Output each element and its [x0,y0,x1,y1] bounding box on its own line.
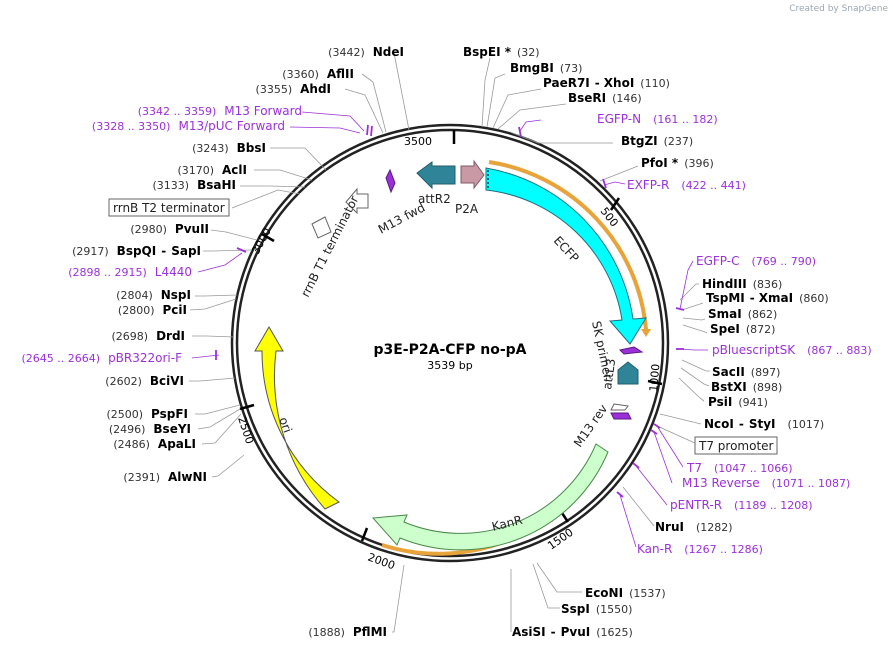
label-bseri[interactable]: BseRI(146) [568,91,642,105]
rrnb-t2-terminator-box [108,198,230,217]
plasmid-length: 3539 bp [427,359,472,372]
ecfp-feature[interactable] [485,167,647,345]
label-econi[interactable]: EcoNI(1537) [585,586,666,600]
label-bbsi[interactable]: (3243)BbsI [192,141,266,155]
label-paer7i-xhoi[interactable]: PaeR7I-XhoI(110) [543,76,670,90]
label-sspi[interactable]: SspI(1550) [561,602,632,616]
t7-promoter-box [694,436,778,455]
attl3-label: attL3 [600,358,618,391]
label-pflmi[interactable]: (1888)PflMI [308,625,387,639]
rrnb-t1-terminator-label: rrnB T1 terminator [298,193,361,299]
sk-primer-feature[interactable] [618,346,644,355]
label-nspi[interactable]: (2804)NspI [116,288,191,302]
right-primer-marks [518,126,685,498]
tick-2500: 2500 [235,415,256,446]
label-acli[interactable]: (3170)AclI [177,163,247,177]
label-pbr322ori-f[interactable]: (2645 .. 2664)pBR322ori-F [22,351,183,365]
left-leaders [189,51,410,633]
label-t7-promoter[interactable]: T7 promoter [698,439,774,453]
label-hindiii[interactable]: HindIII(836) [702,277,782,291]
label-bsahi[interactable]: (3133)BsaHI [153,178,236,192]
label-ahdi[interactable]: (3355)AhdI [256,82,331,96]
rrnb-t1-terminator-feature[interactable] [345,187,369,215]
label-egfp-c[interactable]: EGFP-C(769 .. 790) [696,254,816,268]
ecfp-orf-arrowhead [641,329,651,337]
label-t7[interactable]: T7(1047 .. 1066) [686,461,793,475]
tick-3000: 3000 [249,226,274,257]
label-pcii[interactable]: (2800)PciI [118,303,187,317]
label-egfp-n[interactable]: EGFP-N(161 .. 182) [597,112,718,126]
label-aflii[interactable]: (3360)AflII [282,67,354,81]
label-m13-puc-forward[interactable]: (3328 .. 3350)M13/pUC Forward [92,119,285,133]
label-pfoi[interactable]: PfoI *(396) [641,156,714,170]
label-ncoi-styi[interactable]: NcoI-StyI(1017) [704,417,824,431]
label-rrnb-t2-terminator[interactable]: rrnB T2 terminator [113,201,225,215]
label-pspfi[interactable]: (2500)PspFI [106,407,188,421]
right-leaders [481,57,710,632]
label-drdi[interactable]: (2698)DrdI [111,329,185,343]
label-bspei[interactable]: BspEI *(32) [463,45,540,59]
label-smai[interactable]: SmaI(862) [708,307,777,321]
attr2-feature[interactable] [416,161,456,190]
backbone-inner-ring [235,128,665,558]
label-ndei[interactable]: (3442)NdeI [328,45,404,59]
label-pentr-r[interactable]: pENTR-R(1189 .. 1208) [670,498,813,512]
ori-label: ori [276,415,294,434]
ecfp-orf-outline [488,160,648,331]
p2a-feature[interactable] [460,159,485,190]
m13-rev-feature[interactable] [610,412,632,420]
label-nrui[interactable]: NruI(1282) [655,520,733,534]
label-kan-r[interactable]: Kan-R(1267 .. 1286) [637,542,763,556]
right-primer-leaders [519,119,708,548]
label-sacii[interactable]: SacII(897) [712,365,780,379]
label-pvuii[interactable]: (2980)PvuII [130,222,209,236]
label-pbluescriptsk[interactable]: pBluescriptSK(867 .. 883) [712,343,872,357]
label-bspqi-sapi[interactable]: (2917)BspQI-SapI [72,244,201,258]
label-spei[interactable]: SpeI(872) [710,322,775,336]
m13-fwd-label: M13 fwd [376,200,428,236]
plasmid-name: p3E-P2A-CFP no-pA [373,342,526,358]
m13-rev-label: M13 rev [571,402,610,450]
label-m13-reverse[interactable]: M13 Reverse(1071 .. 1087) [682,476,850,490]
label-bcivi[interactable]: (2602)BciVI [105,374,184,388]
rrnb-t1-terminator-feature-2[interactable] [311,216,332,239]
backbone-outer-ring [230,123,670,563]
sk-primer-label: SK primer [589,320,615,381]
label-bstxi[interactable]: BstXI(898) [711,380,782,394]
label-alwni[interactable]: (2391)AlwNI [123,470,207,484]
label-psii[interactable]: PsiI(941) [708,395,768,409]
p2a-label: P2A [455,202,479,216]
ori-feature[interactable] [254,326,340,510]
label-asisi-pvui[interactable]: AsiSI-PvuI(1625) [512,625,633,639]
label-l4440[interactable]: (2898 .. 2915)L4440 [68,265,192,279]
label-tspmi-xmai[interactable]: TspMI-XmaI(860) [706,291,829,305]
tick-1000: 1000 [647,363,662,392]
t7-promoter-small-feature[interactable] [610,403,629,411]
label-exfp-r[interactable]: EXFP-R(422 .. 441) [627,178,746,192]
ecfp-label: ECFP [551,233,582,265]
label-bmgbi[interactable]: BmgBI(73) [510,61,582,75]
label-m13-forward[interactable]: (3342 .. 3359)M13 Forward [138,104,302,118]
label-bseyi[interactable]: (2496)BseYI [109,422,191,436]
left-primer-marks [215,124,373,360]
label-apali[interactable]: (2486)ApaLI [113,437,196,451]
snapgene-watermark: Created by SnapGene [789,4,888,14]
label-btgzi[interactable]: BtgZI(237) [621,134,693,148]
m13-fwd-feature[interactable] [385,168,396,194]
attr2-label: attR2 [418,192,451,206]
left-primer-leaders [191,111,365,359]
attl3-feature[interactable] [617,361,639,385]
kanr-feature[interactable] [371,443,609,551]
tick-3500: 3500 [404,135,432,148]
